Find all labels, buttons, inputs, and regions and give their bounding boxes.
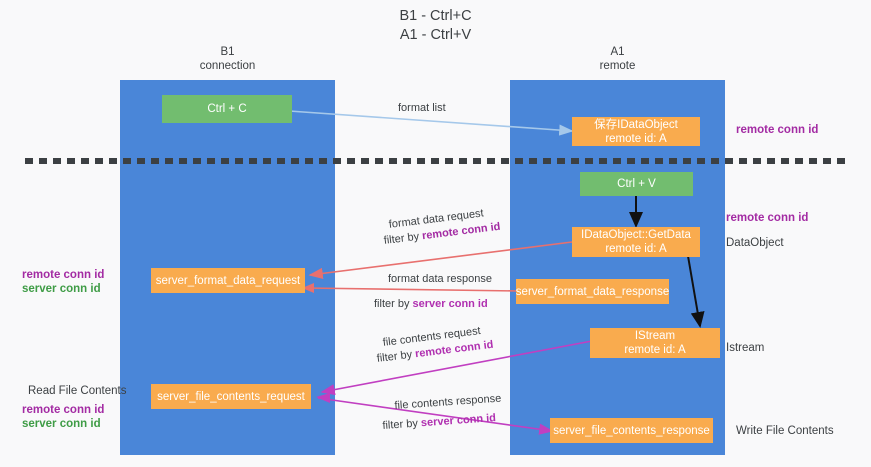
page-title: B1 - Ctrl+C A1 - Ctrl+V: [0, 7, 871, 45]
format-data-response-filter-key: server conn id: [412, 298, 488, 310]
side-label-dataobject: DataObject: [726, 237, 784, 249]
edge-label-format-list: format list: [398, 102, 446, 114]
node-save-idataobject[interactable]: 保存IDataObject remote id: A: [572, 117, 700, 146]
node-ctrl-v[interactable]: Ctrl + V: [580, 172, 693, 196]
node-ctrl-v-label: Ctrl + V: [617, 178, 656, 190]
side-label-istream: Istream: [726, 342, 765, 354]
node-server-file-contents-response-label: server_file_contents_response: [553, 424, 710, 437]
node-save-idataobject-line-1: 保存IDataObject: [594, 118, 678, 131]
edge-label-format-data-response: format data response: [388, 273, 492, 285]
file-contents-response-filter-key: server conn id: [420, 412, 497, 430]
node-server-file-contents-request[interactable]: server_file_contents_request: [151, 384, 311, 409]
node-istream[interactable]: IStream remote id: A: [590, 328, 720, 358]
node-idataobject-getdata-line-2: remote id: A: [605, 243, 667, 255]
side-label-left-server-conn-id-bottom: server conn id: [22, 418, 101, 430]
node-istream-line-1: IStream: [634, 330, 676, 342]
node-save-idataobject-line-2: remote id: A: [605, 132, 667, 145]
file-contents-response-filter-prefix: filter by: [382, 417, 422, 432]
node-idataobject-getdata-line-1: IDataObject::GetData: [581, 229, 691, 241]
phase-divider: [25, 158, 845, 164]
side-label-write-file-contents: Write File Contents: [736, 425, 834, 437]
side-label-remote-conn-id-mid: remote conn id: [726, 212, 809, 224]
file-contents-request-filter-prefix: filter by: [376, 348, 416, 365]
node-istream-line-2: remote id: A: [624, 344, 686, 356]
page-title-line-2: A1 - Ctrl+V: [399, 27, 472, 43]
node-server-file-contents-response[interactable]: server_file_contents_response: [550, 418, 713, 443]
column-header-a1: A1 remote: [510, 45, 725, 73]
column-header-b1-line-2: connection: [199, 60, 256, 72]
column-header-a1-line-1: A1: [610, 46, 625, 58]
node-server-format-data-response-label: server_format_data_response: [515, 285, 670, 298]
side-label-left-remote-conn-id-mid: remote conn id: [22, 269, 105, 281]
side-label-read-file-contents: Read File Contents: [28, 385, 127, 397]
column-header-b1: B1 connection: [120, 45, 335, 73]
arrow-format-data-response: [292, 282, 519, 294]
format-data-response-filter-prefix: filter by: [374, 298, 413, 310]
edge-label-file-contents-response-filter: filter by server conn id: [382, 411, 496, 434]
node-ctrl-c[interactable]: Ctrl + C: [162, 95, 292, 123]
side-label-left-server-conn-id-mid: server conn id: [22, 283, 101, 295]
node-server-format-data-request[interactable]: server_format_data_request: [151, 268, 305, 293]
column-header-a1-line-2: remote: [599, 60, 636, 72]
page-title-line-1: B1 - Ctrl+C: [399, 8, 472, 24]
node-ctrl-c-label: Ctrl + C: [207, 103, 247, 115]
node-idataobject-getdata[interactable]: IDataObject::GetData remote id: A: [572, 227, 700, 257]
side-label-left-remote-conn-id-bottom: remote conn id: [22, 404, 105, 416]
side-label-remote-conn-id-top: remote conn id: [736, 124, 819, 136]
edge-label-format-data-response-filter: filter by server conn id: [374, 297, 488, 312]
node-server-file-contents-request-label: server_file_contents_request: [157, 390, 305, 403]
edge-label-file-contents-response: file contents response: [394, 392, 502, 412]
format-data-request-filter-prefix: filter by: [383, 230, 423, 247]
column-header-b1-line-1: B1: [220, 46, 235, 58]
node-server-format-data-request-label: server_format_data_request: [155, 274, 301, 287]
node-server-format-data-response[interactable]: server_format_data_response: [516, 279, 669, 304]
